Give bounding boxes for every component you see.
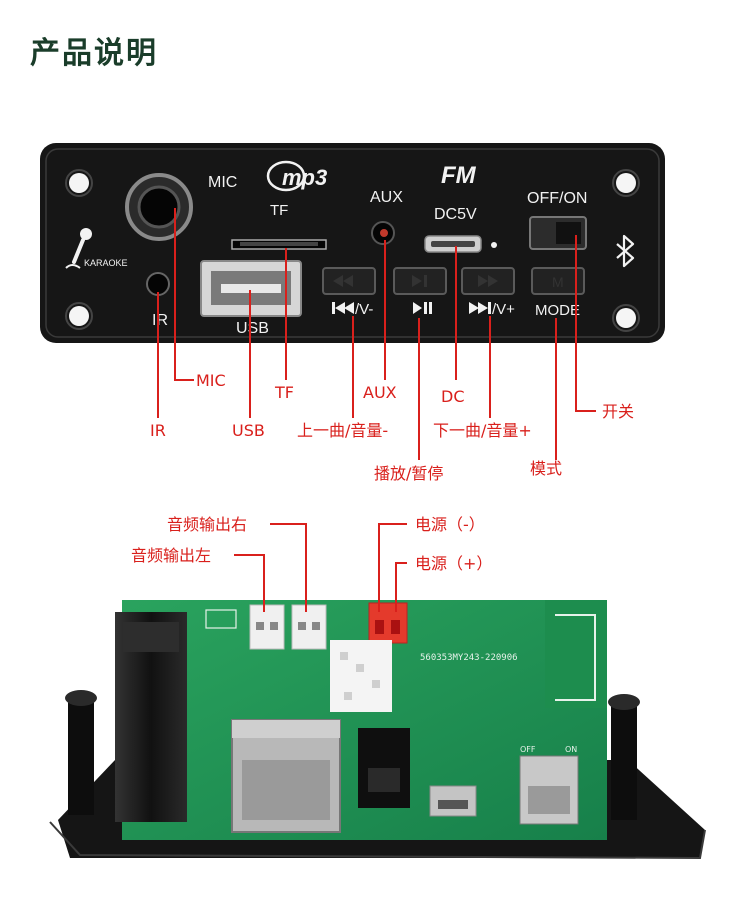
tf-card-slot[interactable] (231, 239, 327, 250)
callout-mic: MIC (196, 371, 226, 390)
mp3-text: mp3 (282, 165, 327, 190)
ir-receiver (146, 272, 170, 296)
aux-jack[interactable] (371, 221, 395, 245)
next-volume-up-button[interactable] (461, 267, 515, 295)
karaoke-text: KARAOKE (84, 258, 128, 268)
led-indicator (491, 242, 497, 248)
prev-volume-down-button[interactable] (322, 267, 376, 295)
callout-aux: AUX (363, 383, 397, 402)
screw-hole (612, 304, 640, 332)
screw-hole (612, 169, 640, 197)
screw-hole (65, 302, 93, 330)
panel-label-offon: OFF/ON (527, 190, 587, 207)
mounting-post (608, 694, 640, 820)
callout-dc: DC (441, 387, 465, 406)
mode-button[interactable]: M (531, 267, 585, 295)
callout-mode: 模式 (530, 459, 562, 478)
audio-right-connector (291, 604, 327, 650)
next-icon (469, 302, 491, 314)
callout-power-pos: 电源（+） (415, 554, 492, 573)
panel-label-tf: TF (270, 202, 288, 219)
callout-play-pause: 播放/暂停 (374, 464, 443, 483)
power-switch[interactable] (529, 216, 587, 250)
callout-power-neg: 电源（-） (415, 515, 485, 534)
mp3-logo: mp3 (266, 160, 327, 192)
module-board: 560353MY243-220906 OFF ON (49, 600, 706, 860)
mic-jack-body (115, 612, 187, 822)
play-pause-button[interactable] (393, 267, 447, 295)
panel-label-mic: MIC (208, 174, 237, 191)
panel-label-next: /V+ (492, 301, 515, 318)
screw-hole (65, 169, 93, 197)
callout-ir: IR (150, 421, 166, 440)
callout-switch: 开关 (602, 402, 634, 421)
svg-text:M: M (552, 274, 564, 290)
tf-slot-metal (231, 719, 341, 833)
power-connector (368, 602, 408, 644)
callout-usb: USB (232, 421, 265, 440)
prev-icon (332, 302, 354, 314)
front-panel: KARAOKE mp3 FM (40, 143, 665, 343)
board-serial: 560353MY243-220906 (420, 653, 518, 663)
callout-prev-vol: 上一曲/音量- (297, 421, 388, 440)
callout-audio-right: 音频输出右 (167, 515, 247, 534)
callout-tf: TF (274, 383, 294, 402)
panel-label-usb: USB (236, 320, 269, 337)
callout-audio-left: 音频输出左 (131, 546, 211, 565)
panel-label-aux: AUX (370, 189, 403, 206)
bottom-callout-lines (234, 523, 407, 612)
karaoke-logo: KARAOKE (65, 228, 128, 269)
top-callout-lines (157, 208, 596, 460)
mic-jack[interactable] (125, 173, 193, 241)
audio-left-connector (249, 604, 285, 650)
switch-body (519, 755, 579, 825)
panel-label-mode: MODE (535, 302, 580, 319)
panel-label-ir: IR (152, 312, 168, 329)
panel-label-prev: /V- (355, 301, 373, 318)
panel-label-dc5v: DC5V (434, 206, 477, 223)
dc5v-port[interactable] (424, 235, 482, 253)
board-off-label: OFF (520, 745, 536, 754)
bluetooth-icon (616, 234, 635, 268)
mounting-post (65, 690, 97, 815)
play-pause-icon (413, 302, 432, 314)
aux-jack-body (358, 728, 410, 808)
board-on-label: ON (565, 745, 577, 754)
dc-port-metal (429, 785, 477, 817)
callout-next-vol: 下一曲/音量+ (433, 421, 532, 440)
fm-logo: FM (441, 162, 477, 189)
qr-sticker (330, 640, 392, 712)
page-title: 产品说明 (30, 36, 158, 71)
